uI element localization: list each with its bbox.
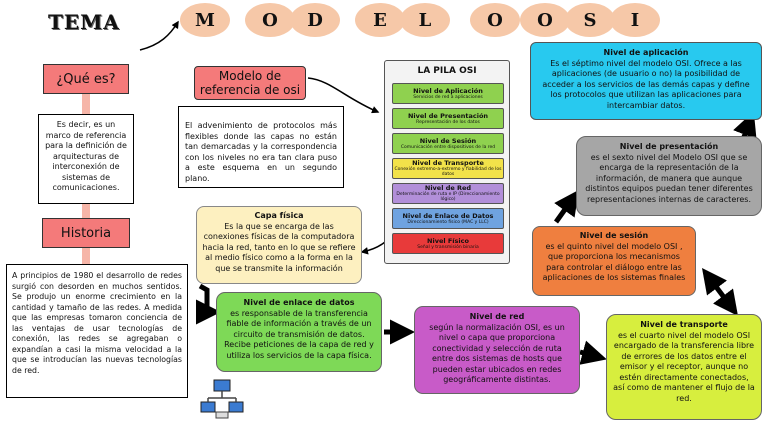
title-letter-bubble: I <box>610 3 660 37</box>
transporte-text: es el cuarto nivel del modelo OSI encarg… <box>613 330 755 403</box>
enlace-title: Nivel de enlace de datos <box>243 298 355 307</box>
title-letter-bubble: O <box>470 3 520 37</box>
presentacion-title: Nivel de presentación <box>619 142 719 151</box>
pila-title: LA PILA OSI <box>417 66 477 76</box>
tema-title: TEMA <box>48 10 120 34</box>
title-letter-bubble: D <box>290 3 340 37</box>
que-es-label: ¿Qué es? <box>43 64 129 94</box>
transporte-title: Nivel de transporte <box>640 320 728 329</box>
presentacion-box: Nivel de presentación es el sexto nivel … <box>576 136 762 216</box>
title-letter-bubble: L <box>400 3 450 37</box>
capa-fisica-title: Capa física <box>254 211 304 220</box>
sesion-text: es el quinto nivel del modelo OSI , que … <box>542 241 686 283</box>
capa-fisica-text: Es la que se encarga de las conexiones f… <box>202 221 356 273</box>
sesion-box: Nivel de sesión es el quinto nivel del m… <box>532 226 696 296</box>
que-es-text: Es decir, es un marco de referencia para… <box>38 114 134 204</box>
title-letter-bubble: O <box>520 3 570 37</box>
fisica-to-enlace-arrow <box>196 283 221 325</box>
red-to-transporte-arrow <box>579 340 607 365</box>
aplicacion-text: Es el séptimo nivel del modelo OSI. Ofre… <box>542 58 750 110</box>
sesion-title: Nivel de sesión <box>579 231 649 240</box>
sesion-to-presentacion-arrow <box>553 189 579 224</box>
aplicacion-box: Nivel de aplicación Es el séptimo nivel … <box>530 42 762 120</box>
osi-layer-sub: Comunicación entre dispositivos de la re… <box>400 144 496 150</box>
modelo-to-pila-arrow <box>307 77 380 114</box>
osi-layer-sub: Servicios de red a aplicaciones <box>413 94 483 100</box>
red-title: Nivel de red <box>469 312 525 321</box>
osi-layer-name: Nivel de Transporte <box>412 159 484 167</box>
transporte-box: Nivel de transporte es el cuarto nivel d… <box>606 314 762 420</box>
network-computers-icon <box>200 379 244 419</box>
osi-layer-sub: Determinación de ruta e IP (Direccionami… <box>396 192 500 202</box>
osi-layer-name: Nivel de Presentación <box>407 111 489 120</box>
title-letter-bubble: S <box>565 3 615 37</box>
osi-layer-name: Nivel de Sesión <box>419 136 477 145</box>
enlace-box: Nivel de enlace de datos es responsable … <box>216 292 382 372</box>
connector-historia-text <box>82 246 90 266</box>
historia-text: A principios de 1980 el desarrollo de re… <box>6 264 188 398</box>
osi-layer-sub: Conexión extremo-a-extremo y fiabilidad … <box>394 167 502 177</box>
title-letter-bubble: M <box>180 3 230 37</box>
historia-label: Historia <box>42 218 130 248</box>
osi-layer-name: Nivel de Red <box>424 184 472 192</box>
osi-layer-name: Nivel de Enlace de Datos <box>402 211 494 220</box>
enlace-text: es responsable de la transferencia fiabl… <box>224 308 374 360</box>
transporte-to-sesion-arrow <box>702 268 738 316</box>
pila-to-fisica-arrow <box>360 241 386 255</box>
tema-arrow <box>139 20 179 51</box>
capa-fisica-box: Capa física Es la que se encarga de las … <box>196 206 362 284</box>
osi-layer-sub: Señal y transmisión binaria <box>417 244 479 250</box>
red-text: según la normalización OSI, es un nivel … <box>429 322 565 385</box>
modelo-label: Modelo de referencia de osi <box>194 66 306 100</box>
connector-text-historia <box>82 202 90 220</box>
aplicacion-title: Nivel de aplicación <box>603 48 689 57</box>
red-box: Nivel de red según la normalización OSI,… <box>414 306 580 394</box>
title-letter-bubble: O <box>245 3 295 37</box>
osi-layer-name: Nivel Físico <box>427 236 469 245</box>
modelo-text: El advenimiento de protocolos más flexib… <box>178 106 344 188</box>
presentacion-text: es el sexto nivel del Modelo OSI que se … <box>585 152 753 204</box>
osi-layer-sub: Direccionamiento físico (MAC y LLC) <box>407 219 489 225</box>
connector-queses-text <box>82 92 90 116</box>
osi-layer-name: Nivel de Aplicación <box>413 86 483 95</box>
title-letter-bubble: E <box>355 3 405 37</box>
osi-layer-sub: Representación de los datos <box>416 119 480 125</box>
